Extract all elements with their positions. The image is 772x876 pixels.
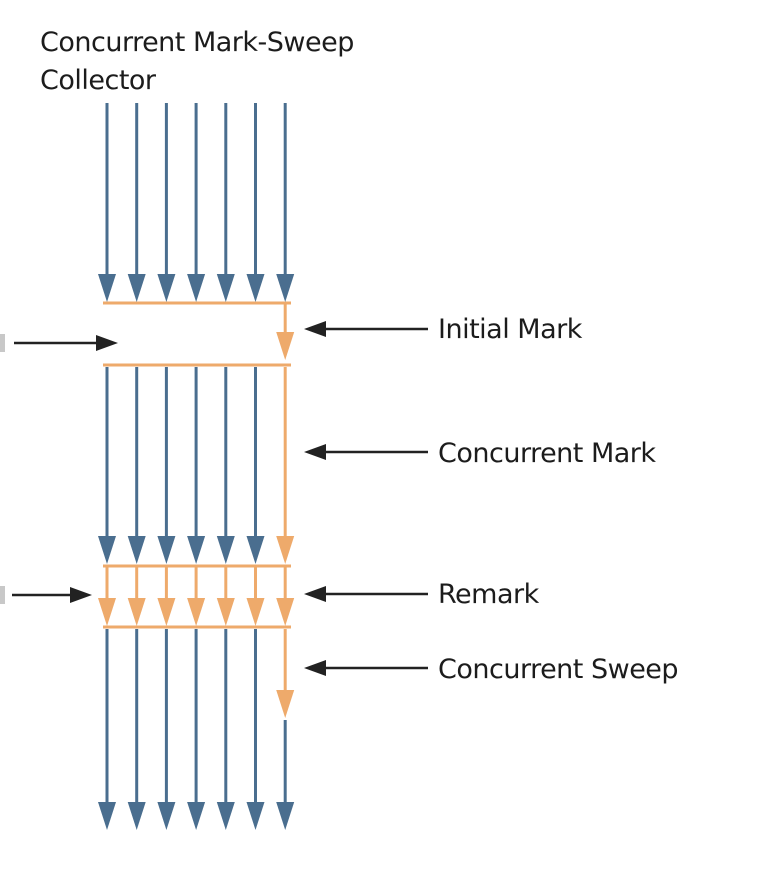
phase-pointer-concurrent-sweep bbox=[304, 660, 428, 676]
gc-thread-arrowhead bbox=[246, 598, 265, 626]
app-thread-arrowhead bbox=[157, 536, 176, 564]
phase-pointer-initial-mark bbox=[304, 321, 428, 337]
phase-pointer-concurrent-mark bbox=[304, 444, 428, 460]
thread-lines bbox=[98, 103, 295, 830]
phase-label-concurrent-sweep: Concurrent Sweep bbox=[438, 654, 678, 685]
app-thread-arrowhead bbox=[187, 274, 206, 302]
gc-thread-arrowhead bbox=[276, 536, 295, 564]
app-thread-arrowhead bbox=[127, 802, 146, 830]
app-thread-arrowhead bbox=[246, 274, 265, 302]
gc-thread-arrowhead bbox=[187, 598, 206, 626]
gc-thread-arrowhead bbox=[276, 598, 295, 626]
gc-thread-arrowhead bbox=[98, 598, 116, 626]
app-thread-arrowhead bbox=[216, 536, 235, 564]
app-thread-arrowhead bbox=[276, 802, 295, 830]
app-thread-arrowhead bbox=[157, 802, 176, 830]
app-thread-arrowhead bbox=[246, 536, 265, 564]
app-thread-arrowhead bbox=[127, 536, 146, 564]
cropped-label-fragment-1 bbox=[0, 334, 5, 352]
gc-thread-arrowhead bbox=[276, 332, 295, 360]
app-thread-arrowhead bbox=[216, 802, 235, 830]
diagram-title-line-1: Concurrent Mark-Sweep bbox=[40, 27, 354, 58]
diagram-title-line-2: Collector bbox=[40, 65, 156, 96]
app-thread-arrowhead bbox=[187, 802, 206, 830]
phase-label-initial-mark: Initial Mark bbox=[438, 314, 583, 345]
app-thread-arrowhead bbox=[157, 274, 176, 302]
gc-thread-arrowhead bbox=[157, 598, 176, 626]
app-thread-arrowhead bbox=[276, 274, 295, 302]
app-thread-arrowhead bbox=[187, 536, 206, 564]
phase-label-concurrent-mark: Concurrent Mark bbox=[438, 438, 656, 469]
app-thread-arrowhead bbox=[98, 274, 116, 302]
cropped-label-fragment-2 bbox=[0, 586, 5, 604]
left-arrow-remark bbox=[12, 587, 92, 603]
phase-pointer-remark bbox=[304, 586, 428, 602]
gc-thread-arrowhead bbox=[127, 598, 146, 626]
app-thread-arrowhead bbox=[127, 274, 146, 302]
app-thread-arrowhead bbox=[246, 802, 265, 830]
left-arrow-initial-mark bbox=[14, 335, 118, 351]
diagram-title: Concurrent Mark-Sweep Collector bbox=[40, 24, 354, 100]
app-thread-arrowhead bbox=[98, 802, 116, 830]
app-thread-arrowhead bbox=[216, 274, 235, 302]
phase-label-remark: Remark bbox=[438, 579, 540, 610]
gc-thread-arrowhead bbox=[216, 598, 235, 626]
gc-thread-arrowhead bbox=[276, 690, 295, 718]
app-thread-arrowhead bbox=[98, 536, 116, 564]
